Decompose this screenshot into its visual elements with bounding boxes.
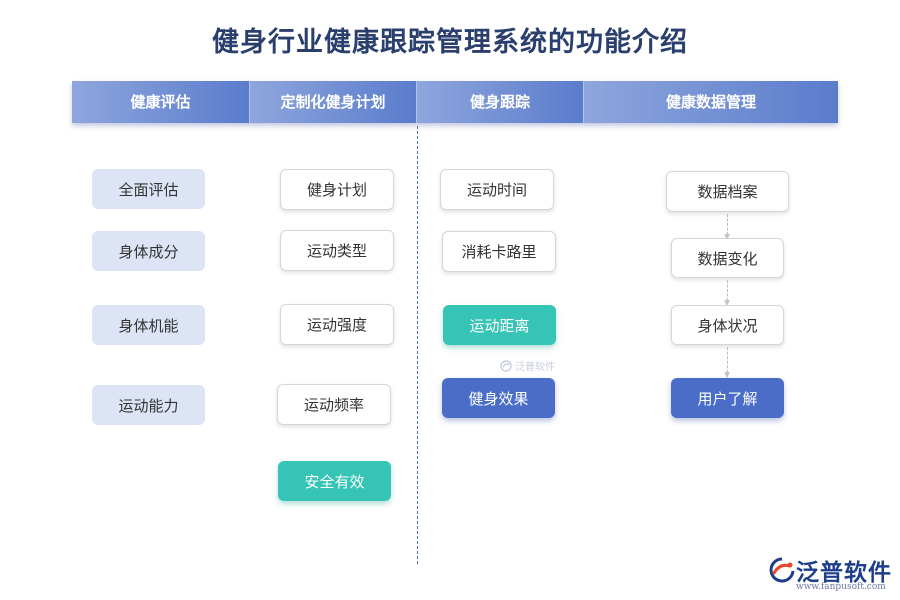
header-health-assessment: 健康评估 [72, 81, 249, 123]
watermark-logo-icon [500, 359, 512, 372]
node-exercise-time: 运动时间 [440, 169, 554, 210]
header-custom-plan: 定制化健身计划 [249, 81, 416, 123]
flow-arrow [724, 280, 730, 306]
fanpu-logo-icon [769, 557, 795, 583]
flow-arrow [724, 214, 730, 240]
node-fitness-plan: 健身计划 [280, 169, 394, 210]
node-safe-effective: 安全有效 [278, 461, 391, 501]
brand-url: www.fanpusoft.com [796, 582, 886, 592]
node-user-understanding: 用户了解 [671, 378, 784, 418]
header-health-data-management: 健康数据管理 [583, 81, 838, 123]
node-comprehensive-assessment: 全面评估 [92, 169, 205, 209]
node-body-composition: 身体成分 [92, 231, 205, 271]
brand-name: 泛普软件 [796, 560, 892, 586]
node-body-function: 身体机能 [92, 305, 205, 345]
header-fitness-tracking: 健身跟踪 [416, 81, 583, 123]
column-divider [417, 126, 418, 564]
watermark-text: 泛普软件 [515, 362, 555, 373]
node-data-archive: 数据档案 [666, 171, 789, 212]
page-title: 健身行业健康跟踪管理系统的功能介绍 [212, 27, 688, 58]
node-exercise-ability: 运动能力 [92, 385, 205, 425]
node-exercise-intensity: 运动强度 [280, 304, 394, 345]
node-data-change: 数据变化 [671, 238, 784, 278]
node-exercise-frequency: 运动频率 [277, 384, 391, 425]
node-exercise-distance: 运动距离 [443, 305, 556, 345]
watermark: 泛普软件 [500, 358, 555, 373]
node-physical-condition: 身体状况 [671, 305, 784, 345]
category-header-bar: 健康评估 定制化健身计划 健身跟踪 健康数据管理 [72, 81, 838, 123]
brand-logo: 泛普软件 [768, 553, 892, 587]
flow-arrow [724, 347, 730, 378]
node-exercise-type: 运动类型 [280, 230, 394, 271]
node-fitness-result: 健身效果 [442, 378, 555, 418]
node-calories-burned: 消耗卡路里 [442, 231, 556, 272]
